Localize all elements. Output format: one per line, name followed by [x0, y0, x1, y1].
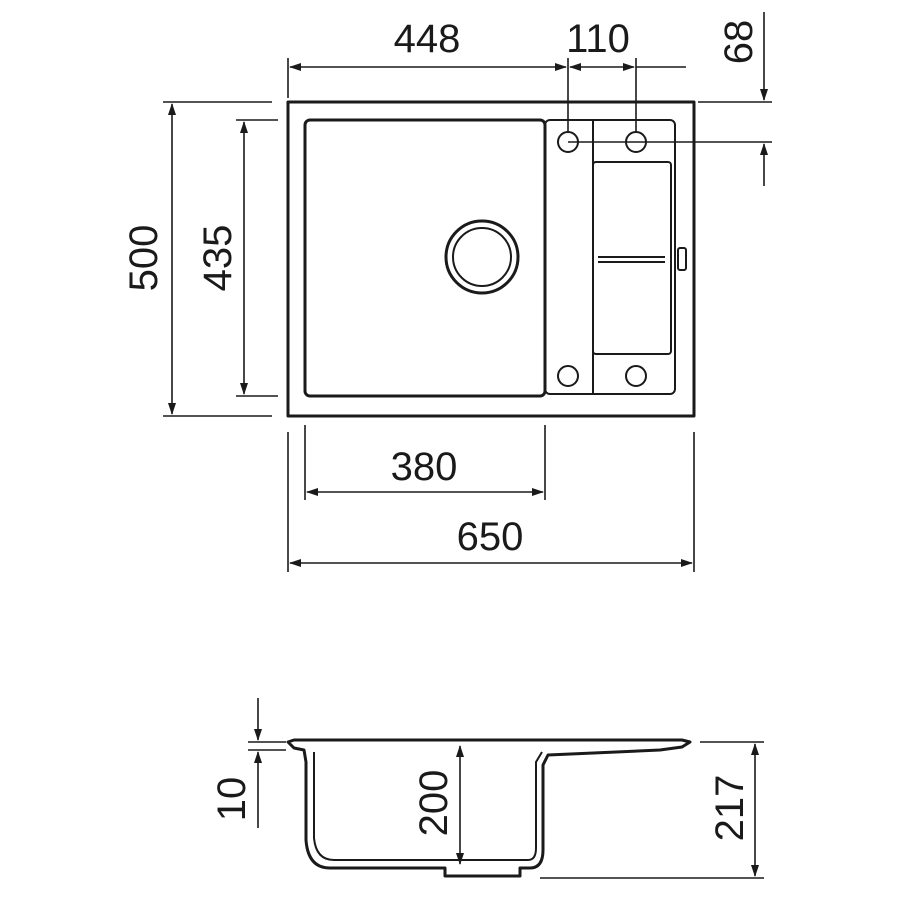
dim-label-10: 10	[210, 777, 254, 822]
drain-inner-ring	[452, 227, 512, 287]
drainer-outline	[544, 119, 676, 395]
sink-outer-outline	[286, 100, 696, 418]
dim-label-68: 68	[717, 20, 761, 65]
tap-hole-bottom-left	[557, 365, 579, 387]
top-view: 448 110 68 500 435 380 650	[122, 12, 772, 572]
dim-label-435: 435	[196, 225, 240, 292]
side-view: 10 200 217	[210, 698, 764, 879]
dim-label-110: 110	[566, 17, 630, 61]
dim-label-500: 500	[122, 225, 166, 292]
dim-label-380: 380	[391, 445, 458, 489]
sink-side-profile	[286, 738, 692, 878]
drain-outer-ring	[444, 219, 520, 295]
bowl-outline	[303, 118, 547, 398]
dim-label-650: 650	[457, 515, 524, 559]
overflow-slot	[677, 247, 687, 271]
dim-label-200: 200	[412, 770, 456, 837]
tap-hole-bottom-right	[625, 365, 647, 387]
dim-label-448: 448	[394, 17, 461, 61]
dim-label-217: 217	[708, 775, 752, 842]
sink-side-profile-inner	[313, 751, 543, 861]
